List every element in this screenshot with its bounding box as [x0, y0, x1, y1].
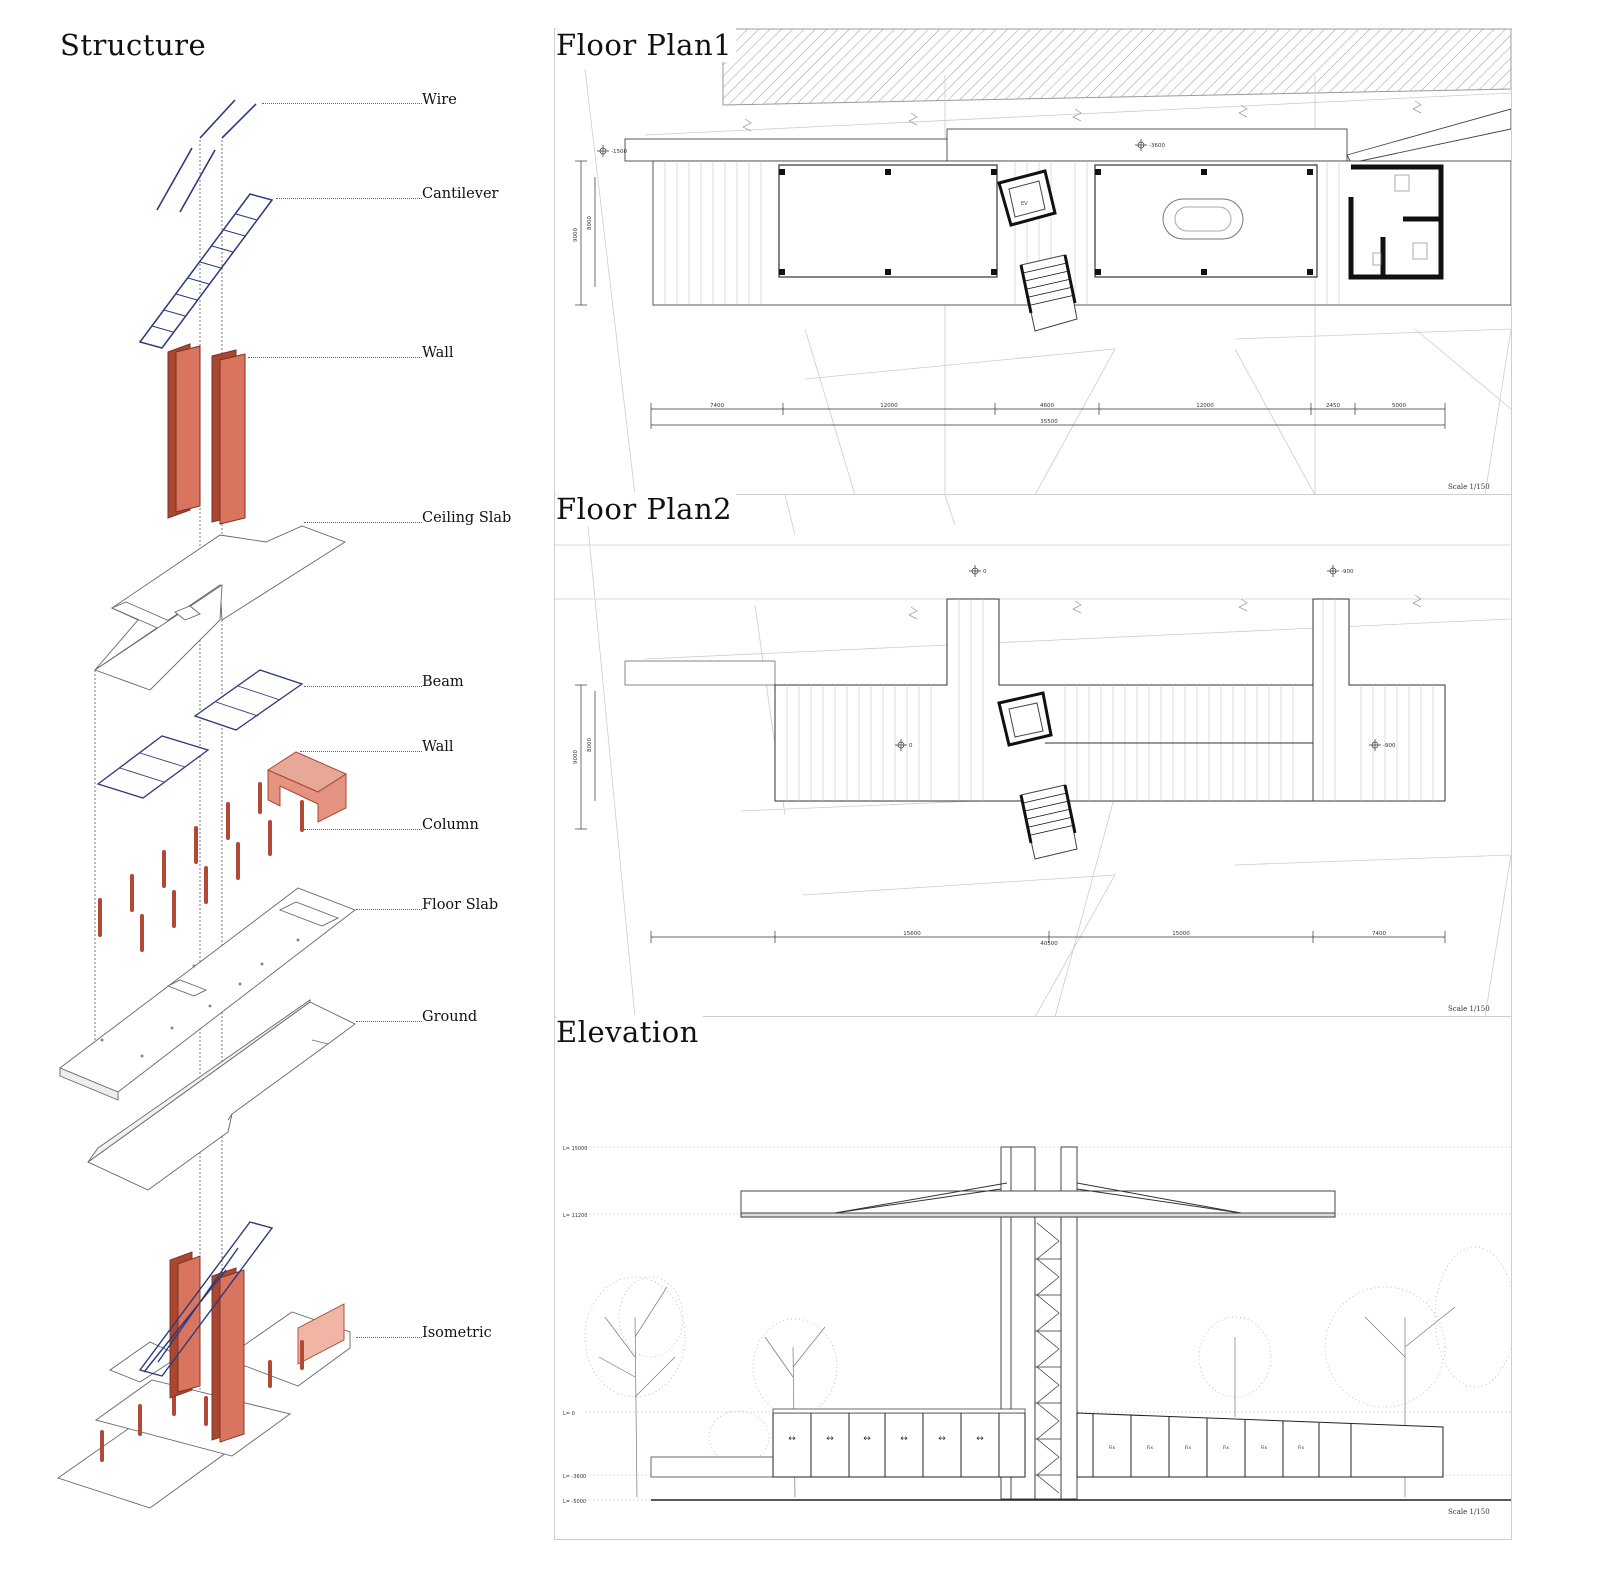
structure-title: Structure	[60, 28, 207, 62]
columns	[98, 782, 304, 952]
fp1-dim-5: 2450	[1326, 403, 1340, 409]
fp2-level-marker-left	[969, 565, 981, 577]
ceiling-slab	[94, 525, 347, 691]
tower-stairs	[1035, 1222, 1061, 1494]
fp1-dim-3: 4600	[1040, 403, 1054, 409]
label-ceiling-slab: Ceiling Slab	[422, 510, 512, 526]
right-window-2: Fix	[1147, 1445, 1154, 1451]
floor-plan-1-drawing: EV 7400 1	[573, 29, 1511, 495]
wire-leader	[262, 103, 422, 104]
fp2-dim-v2: 8000	[587, 738, 593, 752]
fp1-dim-4: 12000	[1196, 403, 1214, 409]
elev-level-5: L= -5000	[563, 1499, 586, 1505]
fp2-level-marker-right	[1327, 565, 1339, 577]
left-door-1: ↔	[788, 1434, 796, 1444]
ground-leader	[356, 1021, 422, 1022]
elev-level-4: L= -3600	[563, 1474, 586, 1480]
label-ground: Ground	[422, 1009, 478, 1025]
fp2-dim-2: 15000	[1172, 931, 1190, 937]
wire-element	[156, 99, 257, 213]
isometric-assembly	[57, 1221, 351, 1509]
wall-upper-leader	[248, 357, 422, 358]
fp1-level-marker-right	[1135, 139, 1147, 151]
column-leader	[304, 829, 422, 830]
elevation-title: Elevation	[556, 1015, 703, 1049]
exploded-axonometric-diagram	[57, 99, 356, 1509]
floor-slab	[59, 887, 356, 1101]
beam-element	[96, 669, 304, 799]
fp2-level-right: -900	[1341, 569, 1354, 575]
fp1-dim-2: 12000	[880, 403, 898, 409]
isometric-leader	[356, 1337, 422, 1338]
cantilever-element	[138, 193, 274, 349]
elev-level-1: L= 15000	[563, 1146, 587, 1152]
floor-plan-1-scale: Scale 1/150	[1448, 483, 1490, 491]
beam-leader	[304, 686, 422, 687]
fp1-dim-6: 5000	[1392, 403, 1406, 409]
fp1-dim-total: 35500	[1040, 419, 1058, 425]
label-wall-upper: Wall	[422, 345, 454, 361]
right-window-3: Fix	[1185, 1445, 1192, 1451]
left-door-5: ↔	[938, 1434, 946, 1444]
floor-plan-2-panel: 15600 15000 7400 40500 9000 8000 0 -900 …	[554, 494, 1512, 1018]
label-column: Column	[422, 817, 479, 833]
left-door-3: ↔	[863, 1434, 871, 1444]
elevation-scale: Scale 1/150	[1448, 1508, 1490, 1516]
fp2-dim-1: 15600	[903, 931, 921, 937]
left-door-6: ↔	[976, 1434, 984, 1444]
left-door-2: ↔	[826, 1434, 834, 1444]
fp1-level-right: -3600	[1149, 143, 1165, 149]
cables	[834, 1182, 1242, 1214]
floor-plan-1-panel: EV 7400 1	[554, 28, 1512, 496]
label-wire: Wire	[422, 92, 457, 108]
fp2-level-mid-right: -900	[1383, 743, 1396, 749]
fp1-dim-v2: 8000	[587, 216, 593, 230]
floor-plan-2-drawing: 15600 15000 7400 40500 9000 8000 0 -900 …	[555, 495, 1511, 1017]
floor-plan-1-title: Floor Plan1	[556, 28, 737, 62]
fp1-level-marker-left	[597, 145, 609, 157]
elev-level-2: L= 11200	[563, 1213, 587, 1219]
fp1-dim-v1: 9000	[573, 228, 579, 242]
elev-level-3: L= 0	[563, 1411, 575, 1417]
label-floor-slab: Floor Slab	[422, 897, 499, 913]
floor-plan-2-scale: Scale 1/150	[1448, 1005, 1490, 1013]
upper-walls	[167, 343, 246, 525]
right-window-5: Fix	[1261, 1445, 1268, 1451]
left-pavilion	[772, 1412, 1026, 1478]
fp1-dim-1: 7400	[710, 403, 724, 409]
lower-wall	[266, 751, 348, 823]
label-cantilever: Cantilever	[422, 186, 499, 202]
right-window-4: Fix	[1223, 1445, 1230, 1451]
svg-text:EV: EV	[1021, 201, 1028, 207]
cantilever-roof	[740, 1190, 1336, 1218]
trees	[584, 1246, 1511, 1498]
cantilever-leader	[276, 198, 422, 199]
wall-lower-leader	[300, 751, 422, 752]
fp2-dim-total: 40500	[1040, 941, 1058, 947]
right-pavilion	[1076, 1412, 1444, 1478]
right-window-6: Fix	[1298, 1445, 1305, 1451]
fp2-dim-3: 7400	[1372, 931, 1386, 937]
right-window-1: Fix	[1109, 1445, 1116, 1451]
fp2-level-marker-mid-left	[895, 739, 907, 751]
floor-plan-2-title: Floor Plan2	[556, 492, 737, 526]
elevation-drawing: L= 15000 L= 11200 L= 0 L= -3600 L= -5000	[563, 1146, 1511, 1505]
floor-slab-leader	[356, 909, 422, 910]
ceiling-slab-leader	[304, 522, 422, 523]
label-beam: Beam	[422, 674, 464, 690]
fp2-level-mid-left: 0	[909, 743, 913, 749]
ground	[87, 999, 356, 1191]
fp2-level-marker-mid-right	[1369, 739, 1381, 751]
fp2-dim-v1: 9000	[573, 750, 579, 764]
fp1-level-left: -1500	[611, 149, 627, 155]
label-isometric: Isometric	[422, 1325, 492, 1341]
label-wall-lower: Wall	[422, 739, 454, 755]
fp2-level-left: 0	[983, 569, 987, 575]
elevation-panel: L= 15000 L= 11200 L= 0 L= -3600 L= -5000	[554, 1016, 1512, 1540]
left-door-4: ↔	[900, 1434, 908, 1444]
